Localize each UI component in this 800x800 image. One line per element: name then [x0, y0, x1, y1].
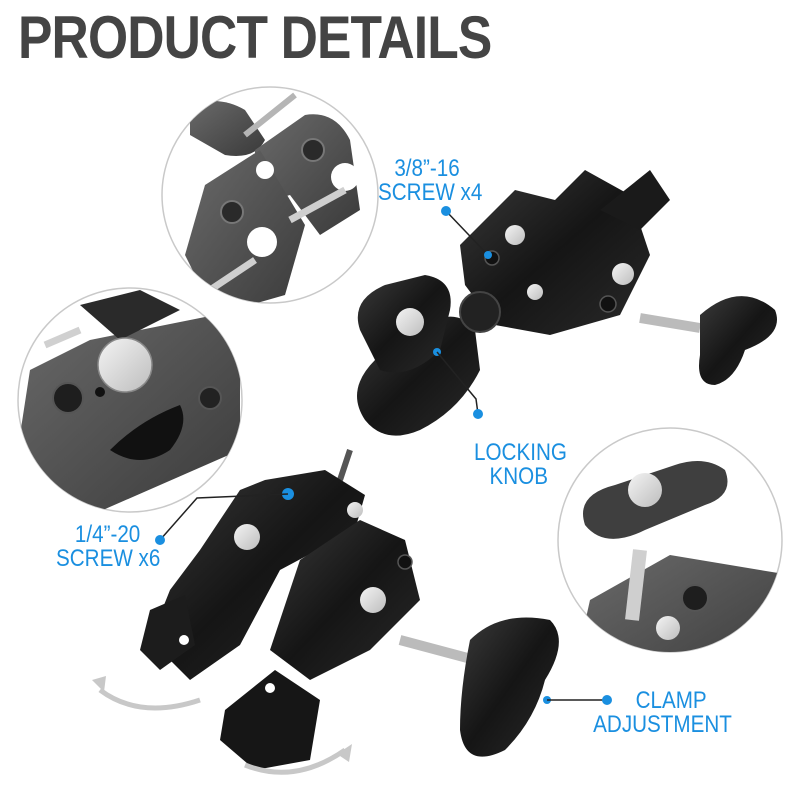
curved-arrow-icon: [92, 676, 201, 711]
inset-top: [161, 86, 379, 304]
clamp-adjustment-knob[interactable]: [460, 617, 559, 757]
callout-line2: SCREW x6: [56, 545, 161, 572]
callout-line1: 3/8”-16: [394, 155, 460, 182]
callout-line1: 1/4”-20: [74, 521, 141, 548]
callout-dots: [155, 206, 612, 705]
callout-line1: LOCKING: [474, 439, 567, 466]
upper-super-clamp: [460, 170, 777, 385]
callout-locking-knob: LOCKING KNOB: [474, 439, 567, 490]
page-title: PRODUCT DETAILS: [18, 4, 492, 71]
lower-super-clamp: [140, 470, 477, 770]
callout-line2: SCREW x4: [378, 179, 483, 206]
inset-left: [17, 287, 243, 513]
callout-screw-1-4: 1/4”-20 SCREW x6: [56, 521, 161, 572]
articulating-arm: [337, 275, 501, 481]
inset-right: [557, 427, 783, 653]
callout-lines: [159, 210, 607, 701]
callout-line2: ADJUSTMENT: [593, 711, 732, 738]
curved-arrow-icon: [244, 744, 352, 775]
callout-line1: CLAMP: [635, 687, 707, 714]
callout-clamp-adjustment: CLAMP ADJUSTMENT: [592, 689, 733, 737]
callout-screw-3-8: 3/8”-16 SCREW x4: [378, 155, 483, 206]
callout-line2: KNOB: [489, 463, 548, 490]
